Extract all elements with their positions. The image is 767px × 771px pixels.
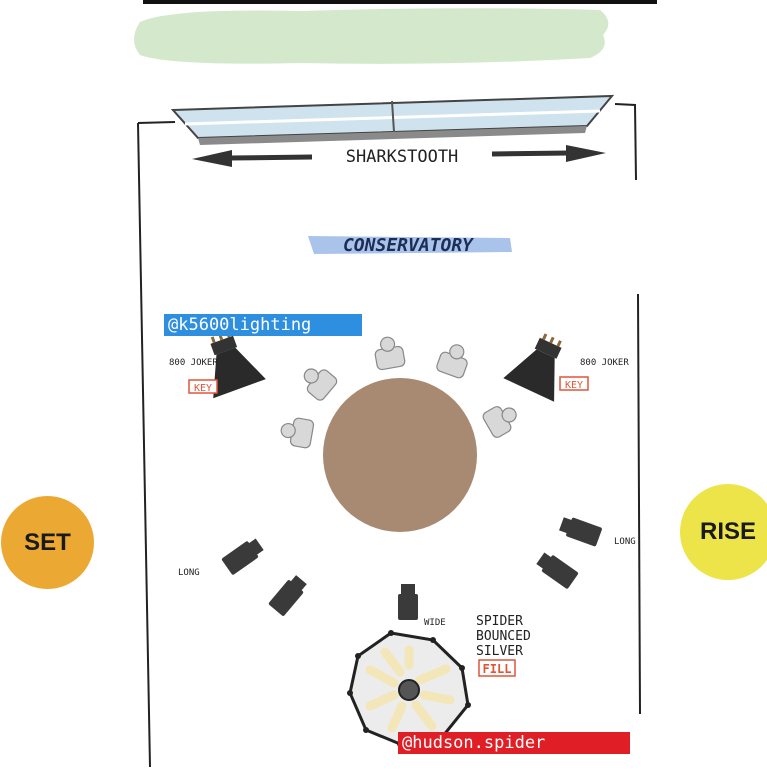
chair — [436, 344, 468, 379]
conservatory-highlight — [308, 236, 512, 254]
right-long-label: LONG — [614, 537, 636, 547]
fill-label: FILL — [483, 662, 512, 676]
camera-icon — [536, 552, 579, 589]
chairs — [280, 336, 517, 449]
sharkstooth-window — [170, 94, 615, 145]
fill-box — [478, 659, 516, 677]
left-long-label: LONG — [178, 568, 200, 578]
cameras — [221, 517, 602, 620]
left-key-label: KEY — [194, 383, 212, 394]
top-bar — [143, 0, 657, 4]
camera-icon — [221, 538, 264, 575]
spider-line3: SILVER — [476, 644, 523, 659]
sharkstooth-arrow — [192, 145, 606, 167]
spider-line1: SPIDER — [476, 614, 523, 629]
left-joker-light — [210, 330, 266, 399]
chair — [374, 336, 406, 371]
spider-line2: BOUNCED — [476, 629, 531, 644]
spider-credit-tag[interactable]: @hudson.spider — [398, 732, 630, 754]
left-key-box — [188, 379, 218, 394]
right-joker-light — [503, 333, 562, 402]
right-key-label: KEY — [565, 380, 583, 391]
chair — [280, 417, 315, 449]
room-walls — [137, 103, 641, 768]
spider-light — [347, 630, 471, 747]
set-button[interactable]: SET — [1, 496, 94, 589]
camera-icon — [559, 517, 602, 547]
right-joker-label: 800 JOKER — [580, 358, 629, 368]
chair — [303, 368, 338, 401]
lighting-credit-tag[interactable]: @k5600lighting — [164, 314, 362, 336]
round-table — [323, 378, 477, 532]
left-joker-label: 800 JOKER — [169, 358, 218, 368]
rise-button[interactable]: RISE — [680, 484, 767, 580]
conservatory-label: CONSERVATORY — [343, 235, 474, 256]
sharkstooth-label: SHARKSTOOTH — [346, 147, 459, 167]
green-highlight — [134, 8, 609, 64]
wide-label: WIDE — [424, 618, 446, 628]
right-key-box — [559, 376, 589, 391]
camera-icon — [398, 584, 418, 620]
camera-icon — [268, 575, 307, 616]
chair — [482, 406, 517, 438]
